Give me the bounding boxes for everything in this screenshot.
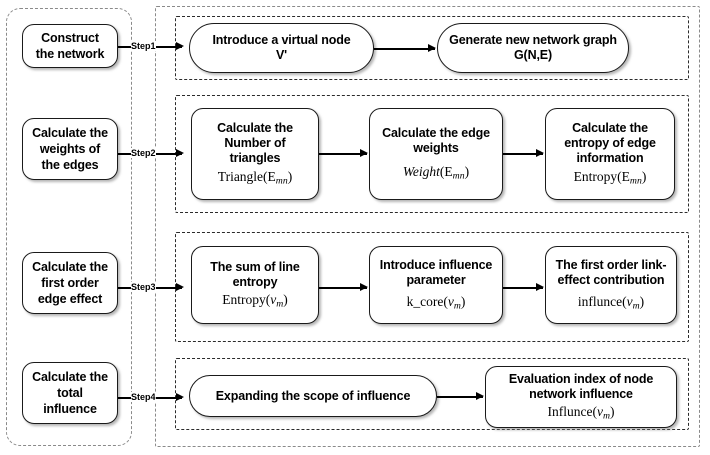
stage-box-construct-the-network[interactable]: Construct the network bbox=[22, 24, 118, 68]
process-box-expanding-the-scope-of-influence[interactable]: Expanding the scope of influence bbox=[189, 375, 437, 417]
process-box-formula: influnce(vm) bbox=[577, 294, 645, 313]
step2-label: Step2 bbox=[131, 148, 156, 158]
row4-arrowhead bbox=[476, 392, 484, 400]
row3-arrowhead-2 bbox=[536, 283, 544, 291]
row1-arrow-line bbox=[374, 48, 435, 50]
process-box-formula: Weight(Emn) bbox=[402, 164, 470, 183]
steps-column-container bbox=[155, 6, 700, 447]
step1-label: Step1 bbox=[131, 41, 156, 51]
process-box-calculate-the-edge-weights[interactable]: Calculate the edge weights Weight(Emn) bbox=[369, 108, 503, 200]
process-box-label: Introduce a virtual node V' bbox=[212, 33, 351, 62]
process-box-label: Evaluation index of node network influen… bbox=[508, 371, 654, 401]
process-box-formula: Entropy(vm) bbox=[222, 292, 288, 311]
process-box-formula: k_core(vm) bbox=[406, 294, 466, 313]
process-box-label: The sum of line entropy bbox=[210, 259, 300, 289]
process-box-label: Expanding the scope of influence bbox=[215, 388, 411, 403]
stage-box-calculate-the-weights-of-the-edges[interactable]: Calculate the weights of the edges bbox=[22, 118, 118, 180]
step3-arrowhead bbox=[176, 283, 184, 291]
row2-arrowhead-1 bbox=[360, 149, 368, 157]
process-box-label: Calculate the edge weights bbox=[382, 125, 490, 155]
row3-arrow-line-1 bbox=[319, 287, 367, 289]
row1-arrowhead bbox=[428, 44, 436, 52]
row-group-1 bbox=[175, 16, 689, 80]
stage-box-label: Calculate the total influence bbox=[32, 369, 108, 417]
row3-arrowhead-1 bbox=[360, 283, 368, 291]
stage-box-label: Construct the network bbox=[35, 30, 105, 61]
stage-box-calculate-the-total-influence[interactable]: Calculate the total influence bbox=[22, 362, 118, 424]
row-group-4 bbox=[175, 358, 689, 430]
process-box-formula: Entropy(Emn) bbox=[573, 168, 647, 187]
stage-box-label: Calculate the first order edge effect bbox=[32, 259, 108, 307]
process-box-evaluation-index-of-node-network-influence[interactable]: Evaluation index of node network influen… bbox=[485, 366, 677, 428]
process-box-label: Calculate the Number of triangles bbox=[217, 121, 293, 165]
process-box-calculate-number-of-triangles[interactable]: Calculate the Number of triangles Triang… bbox=[191, 108, 319, 200]
process-box-label: Calculate the entropy of edge informatio… bbox=[564, 121, 656, 165]
process-box-formula: Triangle(Emn) bbox=[217, 168, 293, 187]
stage-box-label: Calculate the weights of the edges bbox=[32, 125, 108, 173]
process-box-label: Introduce influence parameter bbox=[379, 257, 493, 287]
step4-label: Step4 bbox=[131, 392, 156, 402]
step1-arrowhead bbox=[176, 42, 184, 50]
step3-label: Step3 bbox=[131, 282, 156, 292]
row2-arrowhead-2 bbox=[536, 149, 544, 157]
process-box-introduce-influence-parameter[interactable]: Introduce influence parameter k_core(vm) bbox=[369, 246, 503, 324]
step4-arrowhead bbox=[176, 393, 184, 401]
row2-arrow-line-1 bbox=[319, 153, 367, 155]
process-box-label: Generate new network graph G(N,E) bbox=[449, 33, 617, 62]
stage-box-calculate-the-first-order-edge-effect[interactable]: Calculate the first order edge effect bbox=[22, 252, 118, 314]
process-box-calculate-entropy-of-edge-information[interactable]: Calculate the entropy of edge informatio… bbox=[545, 108, 675, 200]
process-box-formula: Influnce(vm) bbox=[547, 404, 615, 423]
stage-column-container bbox=[6, 8, 132, 446]
process-box-label: The first order link- effect contributio… bbox=[555, 257, 667, 287]
row4-arrow-line bbox=[437, 396, 483, 398]
row2-arrow-line-2 bbox=[503, 153, 543, 155]
process-box-first-order-link-effect-contribution[interactable]: The first order link- effect contributio… bbox=[545, 246, 677, 324]
process-box-generate-new-network-graph[interactable]: Generate new network graph G(N,E) bbox=[437, 23, 629, 73]
process-box-the-sum-of-line-entropy[interactable]: The sum of line entropy Entropy(vm) bbox=[191, 246, 319, 324]
process-box-introduce-a-virtual-node[interactable]: Introduce a virtual node V' bbox=[189, 23, 374, 73]
row3-arrow-line-2 bbox=[503, 287, 543, 289]
step2-arrowhead bbox=[176, 149, 184, 157]
